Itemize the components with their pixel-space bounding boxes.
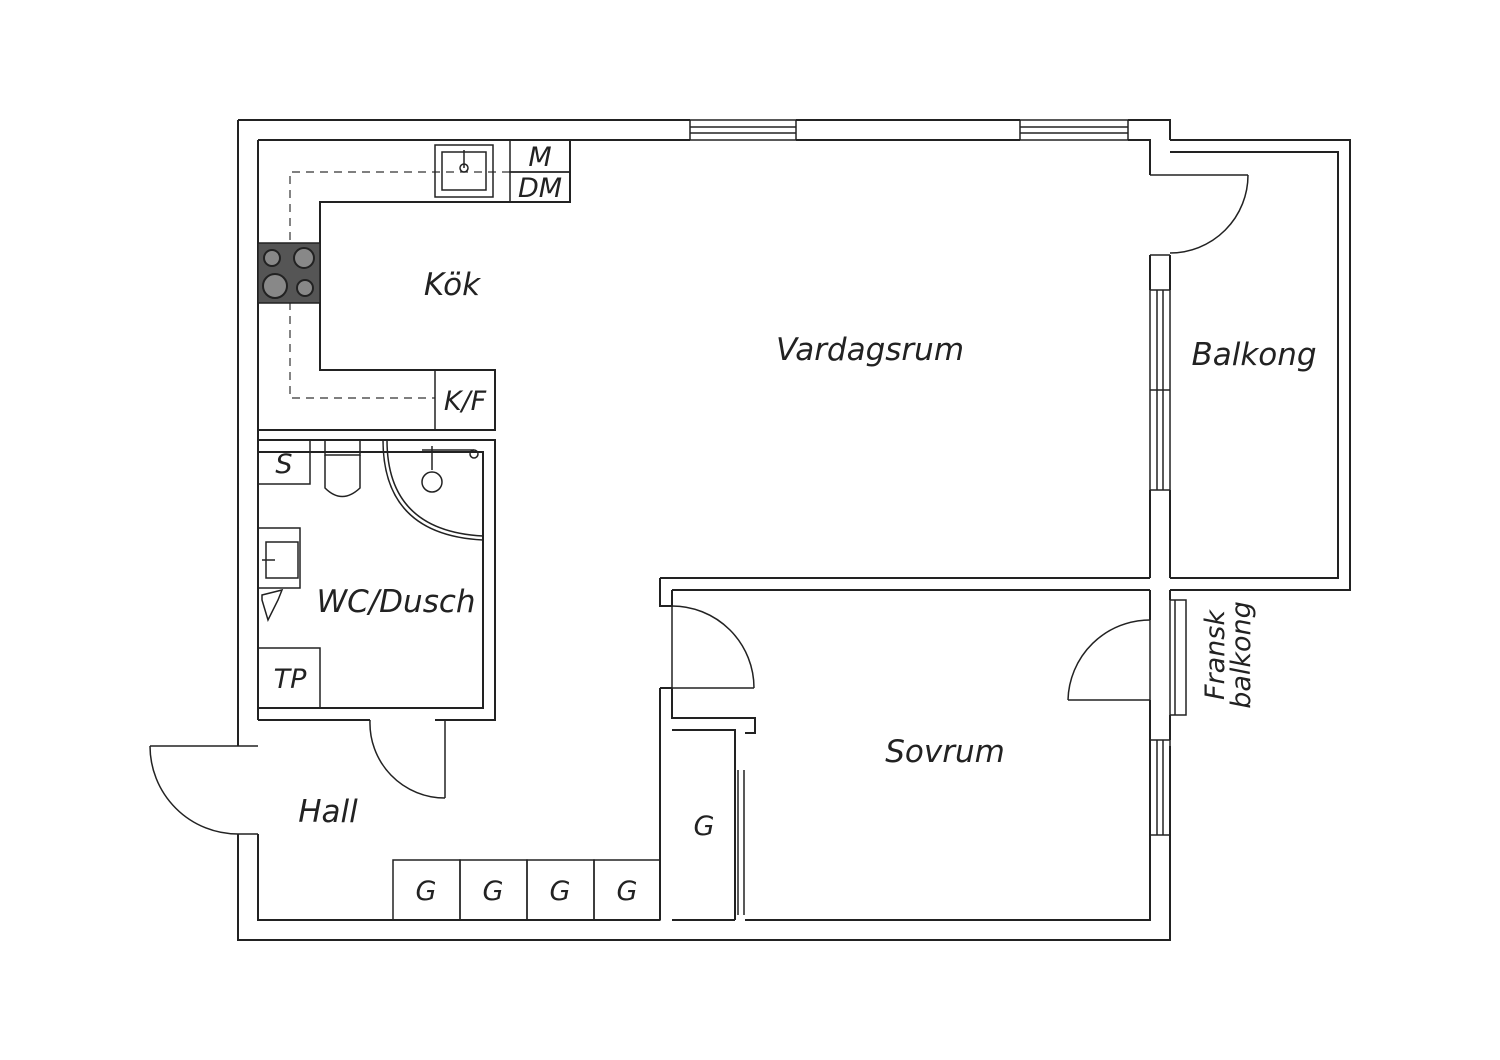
room-label-wc-dusch: WC/Dusch: [316, 584, 475, 620]
microwave-box: M: [509, 139, 571, 173]
balcony-outline: [1170, 139, 1351, 591]
french-balcony-door: [1067, 619, 1151, 701]
shower: [382, 439, 484, 541]
closet-label-2: G: [483, 876, 504, 907]
outer-walls: [237, 119, 1171, 941]
balcony-door: [1150, 174, 1249, 256]
microwave-label: M: [528, 142, 551, 173]
sink: [434, 144, 494, 198]
entrance-door: [149, 745, 258, 835]
storage-s-label: S: [275, 449, 292, 480]
bedroom-closet: G: [694, 770, 745, 915]
dishwasher-label: DM: [518, 173, 562, 204]
stove: [257, 242, 321, 304]
room-label-balkong: Balkong: [1191, 337, 1316, 373]
dishwasher-box: DM: [509, 171, 571, 204]
kitchen-counter-dashed: [289, 171, 510, 399]
room-label-sovrum: Sovrum: [885, 734, 1005, 770]
window-top-left: [689, 119, 797, 141]
storage-s-box: S: [257, 439, 311, 485]
room-label-fransk-balkong: Fransk balkong: [1200, 601, 1257, 709]
room-label-hall: Hall: [298, 794, 358, 830]
closet-label-3: G: [550, 876, 571, 907]
bedroom-closet-label: G: [694, 811, 715, 842]
window-bedroom-right: [1149, 739, 1171, 836]
fransk-balkong-line2: balkong: [1226, 601, 1257, 709]
window-living-right: [1149, 289, 1171, 491]
dryer-label: TP: [274, 664, 307, 695]
room-label-vardagsrum: Vardagsrum: [776, 332, 964, 368]
fransk-balkong-line1: Fransk: [1200, 609, 1231, 700]
bathroom-door: [369, 719, 446, 799]
fridge-freezer-box: K/F: [434, 369, 496, 431]
closet-label-1: G: [416, 876, 437, 907]
bedroom-door: [671, 605, 755, 689]
washbasin: [257, 527, 301, 623]
french-balcony: [1169, 599, 1187, 716]
room-label-kok: Kök: [424, 267, 481, 303]
closet-label-4: G: [617, 876, 638, 907]
toilet: [324, 439, 361, 498]
hall-closets: G G G G: [392, 859, 661, 921]
window-top-right: [1019, 119, 1129, 141]
interior-walls: [258, 140, 1150, 920]
dryer-box: TP: [257, 647, 321, 709]
fridge-freezer-label: K/F: [444, 386, 487, 417]
